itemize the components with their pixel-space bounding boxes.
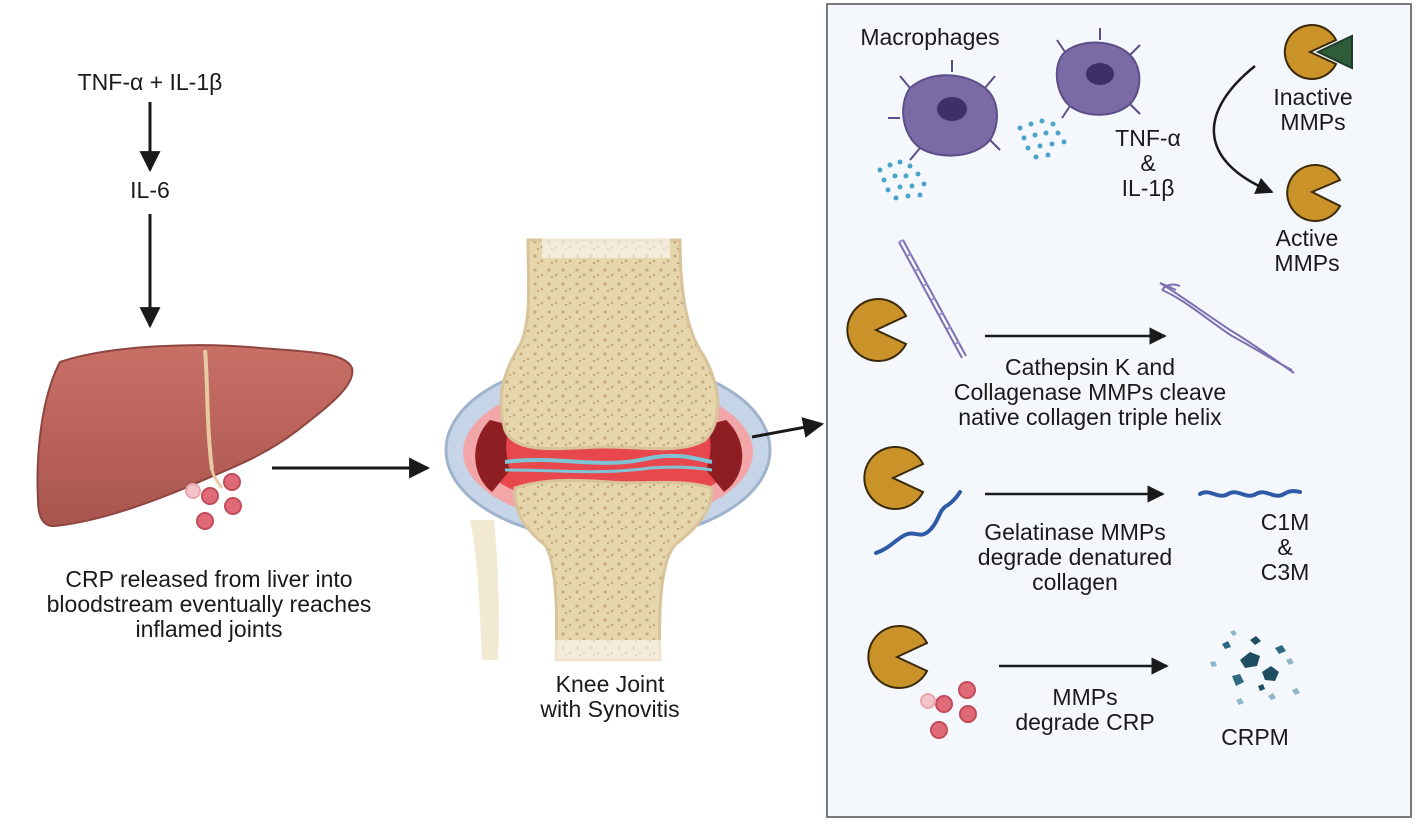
active-line-2: MMPs [1274,250,1340,276]
liver-icon [36,344,354,528]
collagen-fragment-icon [1198,489,1302,498]
gelatinase-label: Gelatinase MMPs degrade denatured collag… [935,520,1215,595]
macrophages-label: Macrophages [860,24,1000,50]
c1m-line-1: C1M [1260,509,1310,535]
macrophage-icon-2 [1055,28,1141,119]
cleave-line-2: Collagenase MMPs cleave [953,379,1227,405]
crp-cells-panel [920,681,977,739]
mmp-pacman-icon-2 [863,446,925,510]
collagen-cleave-label: Cathepsin K and Collagenase MMPs cleave … [910,355,1270,430]
liver-caption: CRP released from liver into bloodstream… [0,567,418,642]
active-mmp-icon [1286,164,1342,222]
inactive-line-2: MMPs [1280,109,1346,135]
crp-degrade-label: MMPs degrade CRP [990,685,1180,735]
knee-caption-line-2: with Synovitis [540,696,680,722]
knee-caption-line-1: Knee Joint [555,671,665,697]
cleave-line-3: native collagen triple helix [958,404,1222,430]
crpm-label: CRPM [1221,724,1289,750]
macrophage-icon [888,60,1001,161]
native-collagen-helix-icon [898,239,967,359]
inactive-mmp-icon [1283,24,1353,80]
crp-degrade-line-2: degrade CRP [1015,709,1155,735]
inactive-mmps-label: Inactive MMPs [1258,85,1368,135]
cleaved-collagen-icon [1159,282,1295,374]
crp-degrade-line-1: MMPs [1052,684,1118,710]
inactive-line-1: Inactive [1273,84,1353,110]
active-line-1: Active [1275,225,1339,251]
liver-caption-line-1: CRP released from liver into [65,566,353,592]
knee-joint-icon [444,238,772,662]
il6-label: IL-6 [130,177,170,203]
gelatinase-line-2: degrade denatured [977,544,1173,570]
mmp-pacman-icon-3 [867,625,929,689]
cytokine-dots-icon-2 [1017,118,1067,160]
gelatinase-line-1: Gelatinase MMPs [984,519,1166,545]
c1m-c3m-label: C1M & C3M [1240,510,1330,585]
denatured-collagen-icon [874,490,962,555]
crp-cells-liver [185,473,242,530]
knee-caption: Knee Joint with Synovitis [520,672,700,722]
activation-curved-arrow [1212,65,1274,195]
cytokines-line-1: TNF-α [1115,125,1181,151]
arrow-knee-to-panel [751,417,825,439]
c1m-line-3: C3M [1260,559,1310,585]
cytokines-line-3: IL-1β [1121,175,1175,201]
gelatinase-line-3: collagen [1032,569,1118,595]
liver-caption-line-2: bloodstream eventually reaches [46,591,372,617]
cleave-line-1: Cathepsin K and [1004,354,1176,380]
cytokines-line-2: & [1140,150,1156,176]
crpm-fragments-icon [1210,630,1300,705]
active-mmps-label: Active MMPs [1252,226,1362,276]
cytokine-dots-icon [877,159,927,201]
c1m-line-2: & [1277,534,1293,560]
mmp-pacman-icon-1 [846,298,908,362]
tnf-il1-label: TNF-α + IL-1β [77,69,223,95]
cytokines-label: TNF-α & IL-1β [1098,126,1198,201]
liver-caption-line-3: inflamed joints [135,616,283,642]
